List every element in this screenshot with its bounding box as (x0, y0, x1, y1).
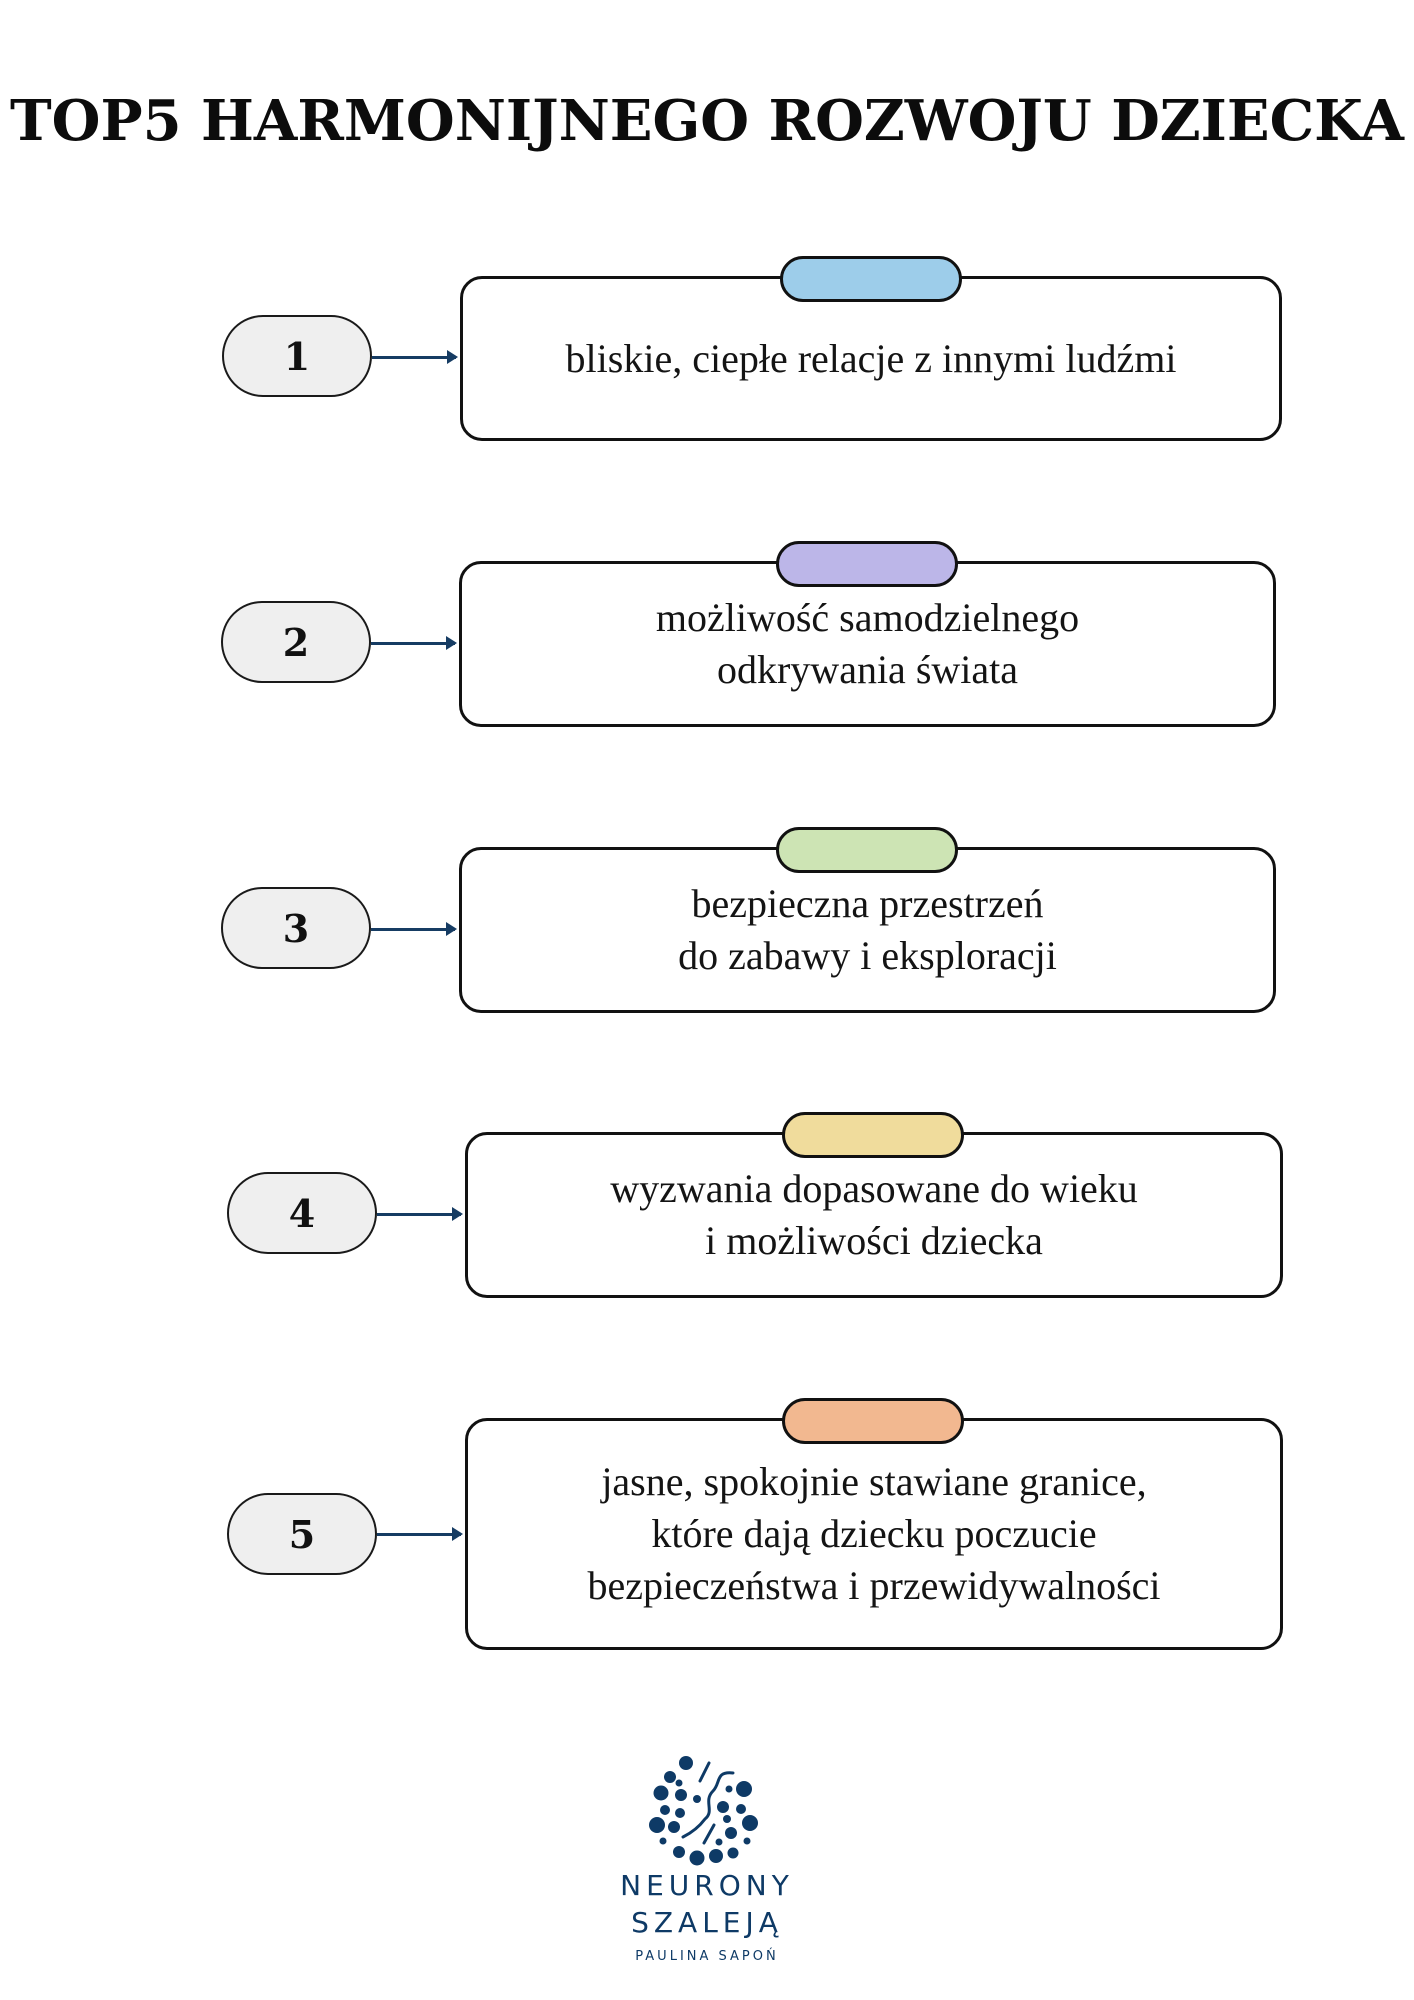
arrow-icon (371, 636, 457, 650)
item-text-3: bezpieczna przestrzeń do zabawy i eksplo… (678, 881, 1057, 978)
step-number-5: 5 (227, 1493, 377, 1575)
color-tag-4 (782, 1112, 964, 1158)
item-text-5: jasne, spokojnie stawiane granice, które… (587, 1459, 1161, 1608)
item-box-1: bliskie, ciepłe relacje z innymi ludźmi (460, 276, 1282, 441)
arrow-icon (371, 922, 457, 936)
color-tag-5 (782, 1398, 964, 1444)
item-box-3: bezpieczna przestrzeń do zabawy i eksplo… (459, 847, 1276, 1013)
brand-author: PAULINA SAPOŃ (635, 1949, 779, 1964)
step-number-2: 2 (221, 601, 371, 683)
step-number-1: 1 (222, 315, 372, 397)
page-title: TOP5 HARMONIJNEGO ROZWOJU DZIECKA (10, 88, 1404, 154)
color-tag-1 (780, 256, 962, 302)
item-box-5: jasne, spokojnie stawiane granice, które… (465, 1418, 1283, 1650)
step-number-3: 3 (221, 887, 371, 969)
step-number-4: 4 (227, 1172, 377, 1254)
item-text-2: możliwość samodzielnego odkrywania świat… (655, 595, 1080, 692)
color-tag-3 (776, 827, 958, 873)
brand-logo: NEURONY SZALEJĄ PAULINA SAPOŃ (0, 1755, 1414, 1964)
color-tag-2 (776, 541, 958, 587)
item-box-2: możliwość samodzielnego odkrywania świat… (459, 561, 1276, 727)
brand-name-line2: SZALEJĄ (631, 1906, 783, 1939)
neurons-dots-icon (649, 1756, 758, 1866)
arrow-icon (377, 1207, 463, 1221)
item-text-1: bliskie, ciepłe relacje z innymi ludźmi (565, 335, 1177, 381)
arrow-icon (372, 350, 458, 364)
item-text-4: wyzwania dopasowane do wieku i możliwośc… (610, 1166, 1138, 1263)
arrow-icon (377, 1527, 463, 1541)
brand-name-line1: NEURONY (620, 1869, 794, 1902)
